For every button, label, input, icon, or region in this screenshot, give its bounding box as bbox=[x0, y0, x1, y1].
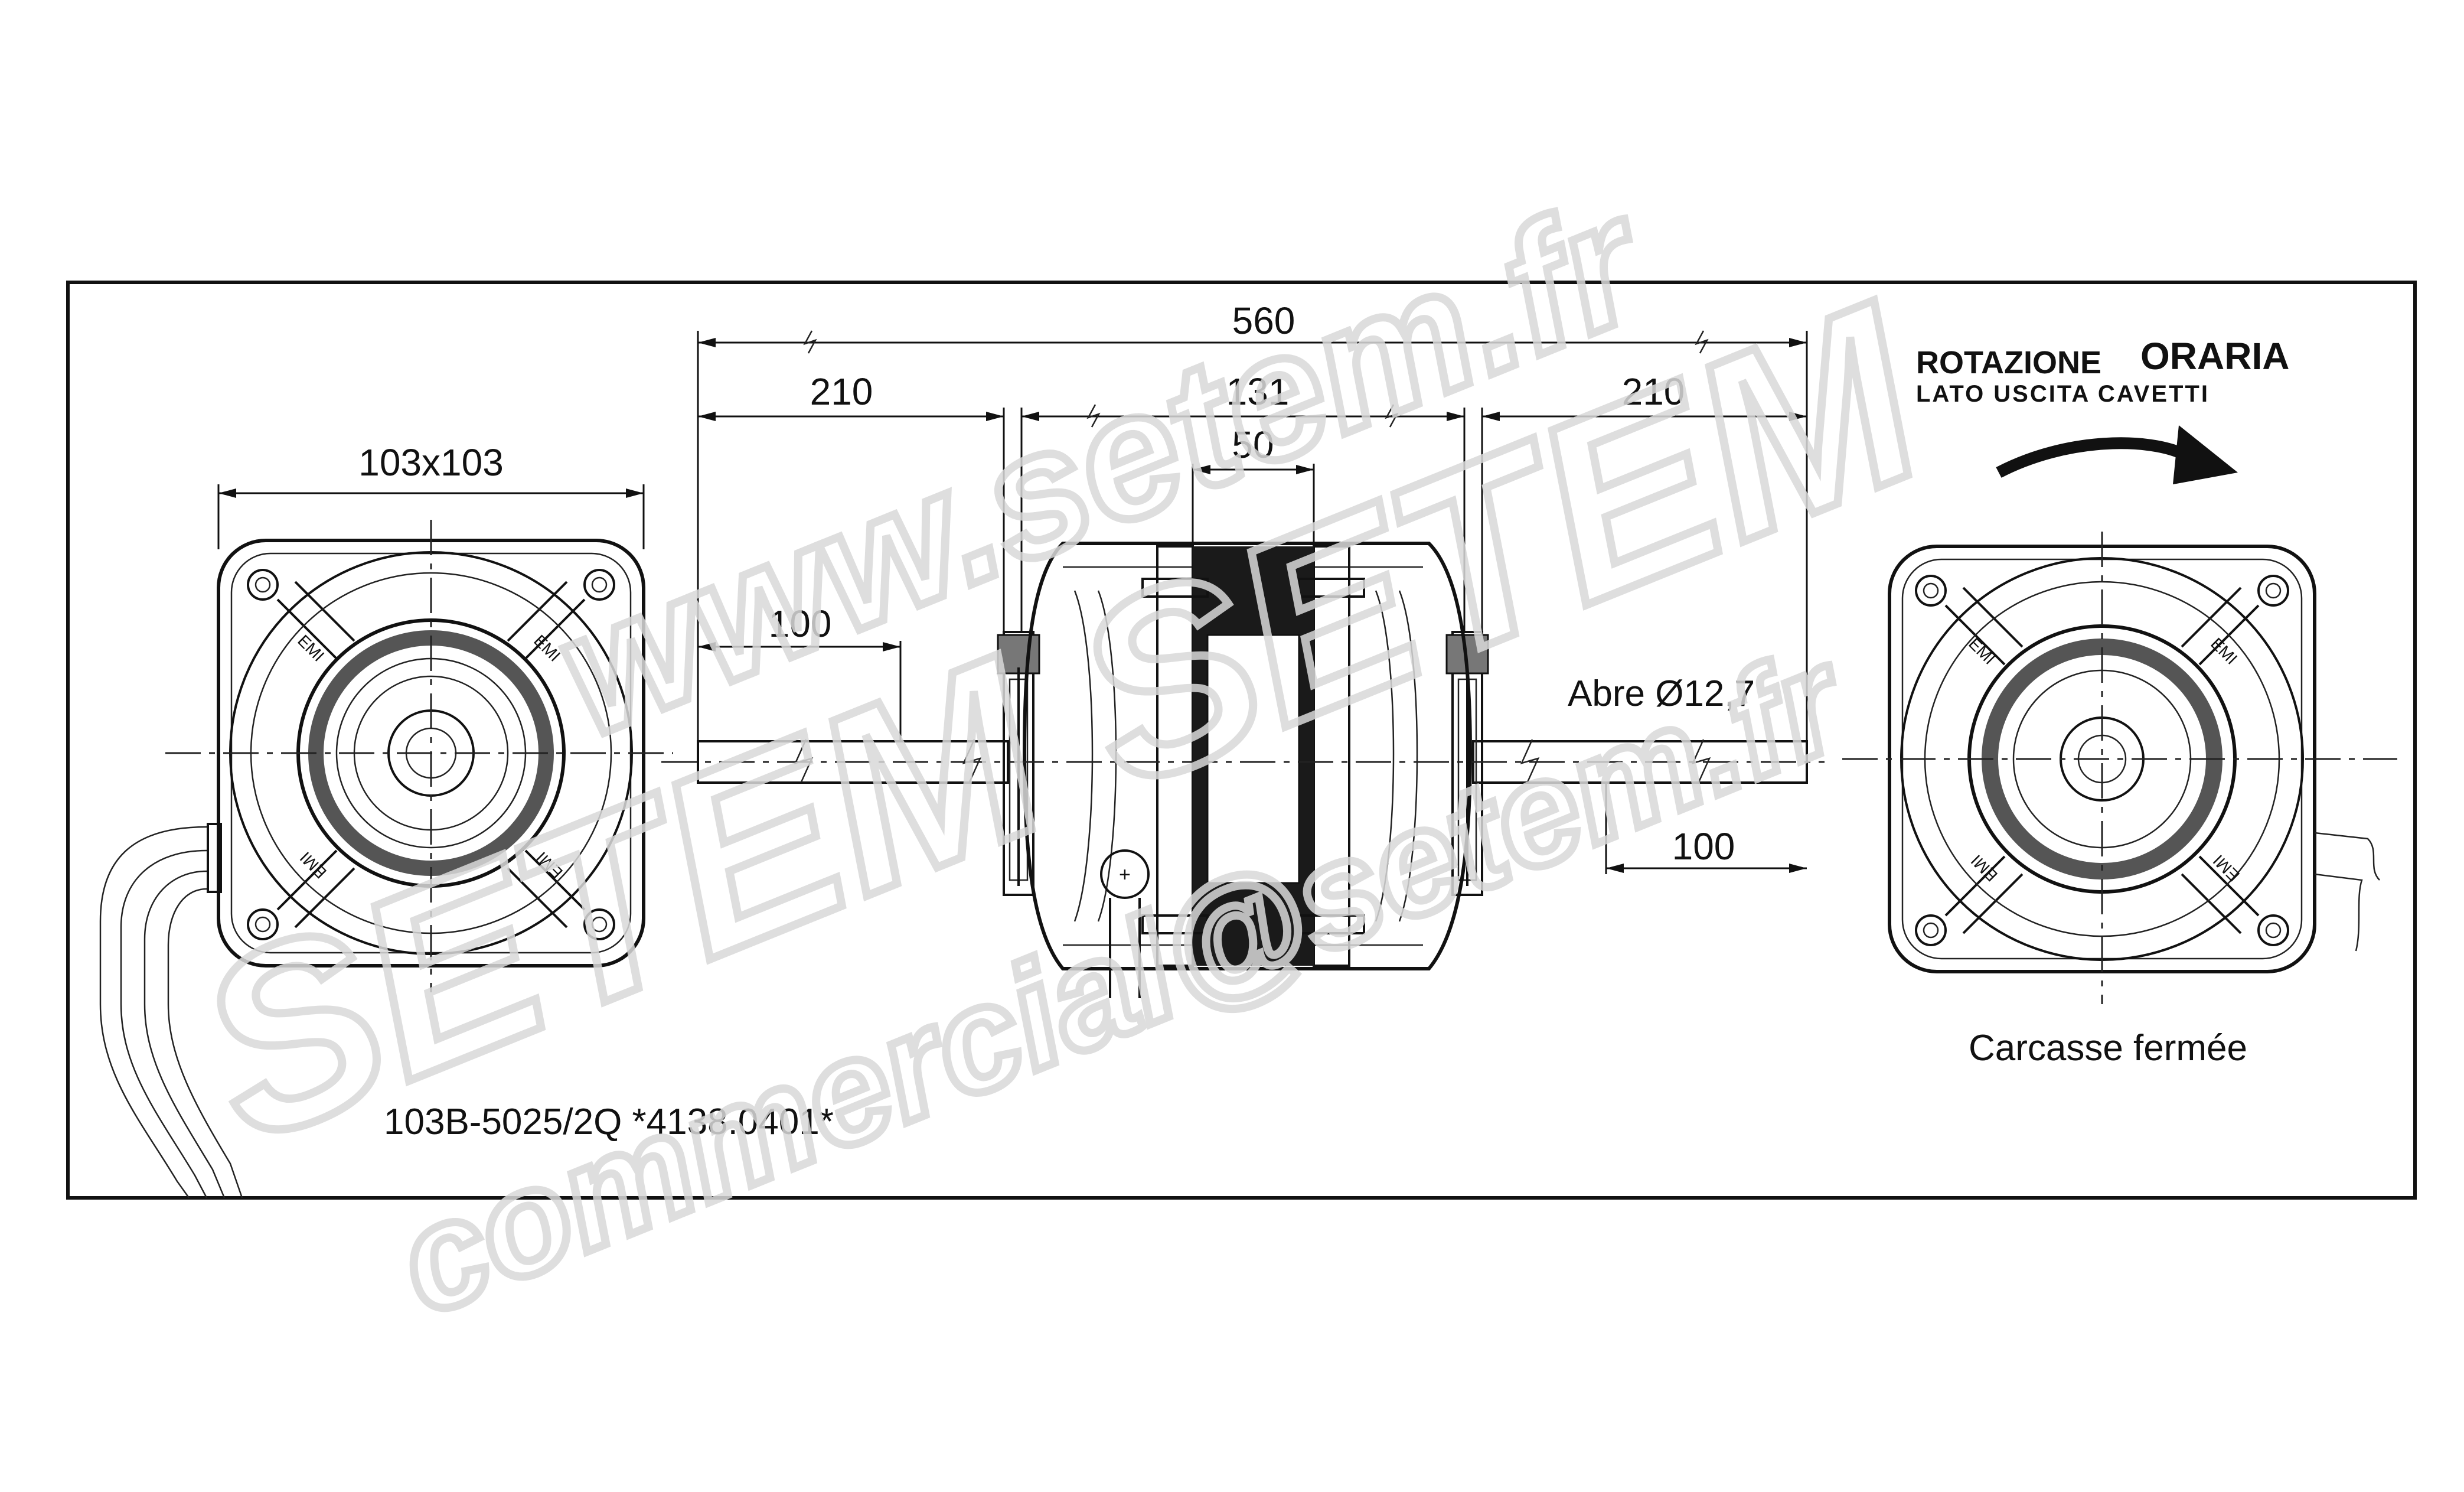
rotation-subtitle: LATO USCITA CAVETTI bbox=[1916, 381, 2210, 407]
rotation-title-b: ORARIA bbox=[2140, 335, 2289, 377]
right-stamp-bottom-right: EMI bbox=[2210, 851, 2243, 885]
dim-left-shaft: 210 bbox=[810, 370, 873, 413]
flange-size-label: 103x103 bbox=[358, 441, 504, 484]
part-number: 103B-5025/2Q *4138.0401* bbox=[384, 1102, 834, 1142]
drawing-frame bbox=[66, 281, 2417, 1200]
left-stamp-top-left: EMI bbox=[294, 631, 328, 665]
dimension-lines: 560 210 131 210 50 100 100 Abre Ø12,7 bbox=[697, 299, 1808, 874]
watermark: www.setem.fr SETEM SETEM commercial@sete… bbox=[158, 153, 1966, 1350]
cable-gland-plus: + bbox=[1119, 864, 1131, 886]
dim-right-shaft: 210 bbox=[1622, 370, 1685, 413]
rotation-arrow bbox=[1996, 437, 2188, 478]
dim-core-width: 50 bbox=[1232, 424, 1274, 466]
dim-overall-length: 560 bbox=[1232, 299, 1295, 342]
dim-body-length: 131 bbox=[1226, 370, 1290, 413]
right-stamp-top-left: EMI bbox=[1965, 634, 1999, 668]
right-stamp-top-right: EMI bbox=[2207, 634, 2241, 668]
motor-side-view: + bbox=[661, 542, 1825, 998]
dim-left-reduced: 100 bbox=[769, 602, 832, 645]
rotation-title-a: ROTAZIONE bbox=[1916, 345, 2101, 380]
dim-right-reduced: 100 bbox=[1672, 825, 1735, 868]
closed-frame-caption: Carcasse fermée bbox=[1969, 1028, 2247, 1068]
shaft-diameter-label: Abre Ø12,7 bbox=[1568, 673, 1755, 714]
